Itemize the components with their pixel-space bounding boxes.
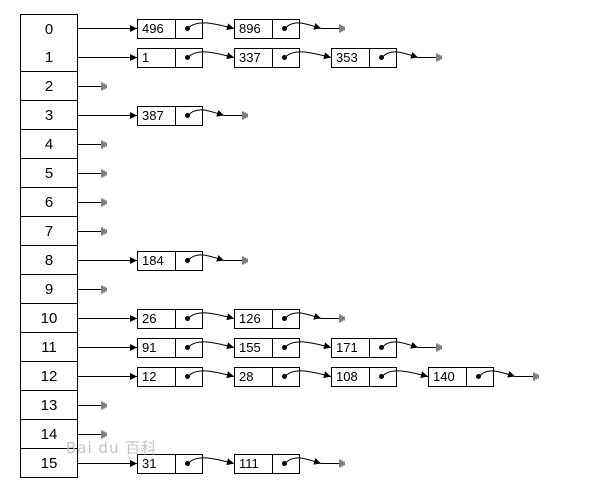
null-terminator-icon	[242, 256, 248, 265]
bucket-cell: 7	[20, 217, 78, 246]
null-pointer-arrow	[284, 312, 322, 320]
null-terminator-icon	[339, 459, 345, 468]
pointer-dot-icon	[379, 373, 384, 379]
list-node-value: 108	[331, 366, 370, 387]
pointer-dot-icon	[185, 315, 190, 321]
next-pointer-arrow	[187, 51, 235, 60]
null-pointer-arrow	[478, 370, 516, 378]
pointer-dot-icon	[185, 257, 190, 263]
bucket-cell: 1	[20, 43, 78, 72]
pointer-dot-icon	[185, 460, 190, 466]
pointer-dot-icon	[185, 25, 190, 31]
bucket-cell: 5	[20, 159, 78, 188]
null-terminator-icon	[101, 140, 107, 149]
null-terminator-icon	[436, 53, 442, 62]
bucket-cell: 14	[20, 420, 78, 449]
pointer-dot-icon	[185, 344, 190, 350]
pointer-dot-icon	[476, 373, 481, 379]
null-terminator-icon	[101, 227, 107, 236]
list-node-value: 387	[137, 105, 176, 126]
next-pointer-arrow	[187, 341, 235, 350]
next-pointer-arrow	[187, 370, 235, 379]
null-terminator-icon	[436, 343, 442, 352]
null-pointer-arrow	[284, 22, 322, 30]
bucket-cell: 10	[20, 304, 78, 333]
null-terminator-icon	[339, 24, 345, 33]
list-node-value: 184	[137, 250, 176, 271]
bucket-cell: 3	[20, 101, 78, 130]
bucket-cell: 6	[20, 188, 78, 217]
next-pointer-arrow	[187, 22, 235, 31]
pointer-dot-icon	[185, 373, 190, 379]
null-terminator-icon	[101, 401, 107, 410]
bucket-cell: 12	[20, 362, 78, 391]
pointer-dot-icon	[379, 54, 384, 60]
null-terminator-icon	[101, 82, 107, 91]
bucket-cell: 15	[20, 449, 78, 478]
list-node-value: 28	[234, 366, 273, 387]
bucket-cell: 0	[20, 14, 78, 44]
list-node-value: 353	[331, 47, 370, 68]
next-pointer-arrow	[284, 370, 332, 379]
list-node-value: 12	[137, 366, 176, 387]
list-node-value: 496	[137, 18, 176, 39]
pointer-dot-icon	[282, 54, 287, 60]
list-node-value: 91	[137, 337, 176, 358]
list-node-value: 155	[234, 337, 273, 358]
list-node-value: 31	[137, 453, 176, 474]
pointer-dot-icon	[282, 373, 287, 379]
bucket-cell: 9	[20, 275, 78, 304]
bucket-cell: 13	[20, 391, 78, 420]
null-pointer-arrow	[381, 51, 419, 59]
bucket-cell: 11	[20, 333, 78, 362]
list-node-value: 337	[234, 47, 273, 68]
null-pointer-arrow	[381, 341, 419, 349]
list-node-value: 896	[234, 18, 273, 39]
null-terminator-icon	[101, 285, 107, 294]
pointer-dot-icon	[185, 54, 190, 60]
pointer-dot-icon	[282, 344, 287, 350]
null-pointer-arrow	[187, 109, 225, 117]
null-terminator-icon	[339, 314, 345, 323]
pointer-dot-icon	[282, 25, 287, 31]
bucket-cell: 8	[20, 246, 78, 275]
next-pointer-arrow	[284, 341, 332, 350]
list-node-value: 1	[137, 47, 176, 68]
null-terminator-icon	[533, 372, 539, 381]
next-pointer-arrow	[187, 312, 235, 321]
pointer-dot-icon	[379, 344, 384, 350]
list-node-value: 111	[234, 453, 273, 474]
bucket-cell: 4	[20, 130, 78, 159]
null-pointer-arrow	[284, 457, 322, 465]
pointer-dot-icon	[282, 315, 287, 321]
bucket-cell: 2	[20, 72, 78, 101]
next-pointer-arrow	[284, 51, 332, 60]
list-node-value: 140	[428, 366, 467, 387]
next-pointer-arrow	[381, 370, 429, 379]
null-terminator-icon	[101, 169, 107, 178]
next-pointer-arrow	[187, 457, 235, 466]
null-terminator-icon	[101, 430, 107, 439]
pointer-dot-icon	[185, 112, 190, 118]
null-pointer-arrow	[187, 254, 225, 262]
null-terminator-icon	[101, 198, 107, 207]
list-node-value: 26	[137, 308, 176, 329]
null-terminator-icon	[242, 111, 248, 120]
list-node-value: 171	[331, 337, 370, 358]
list-node-value: 126	[234, 308, 273, 329]
watermark: Bai du 百科	[66, 439, 158, 457]
pointer-dot-icon	[282, 460, 287, 466]
